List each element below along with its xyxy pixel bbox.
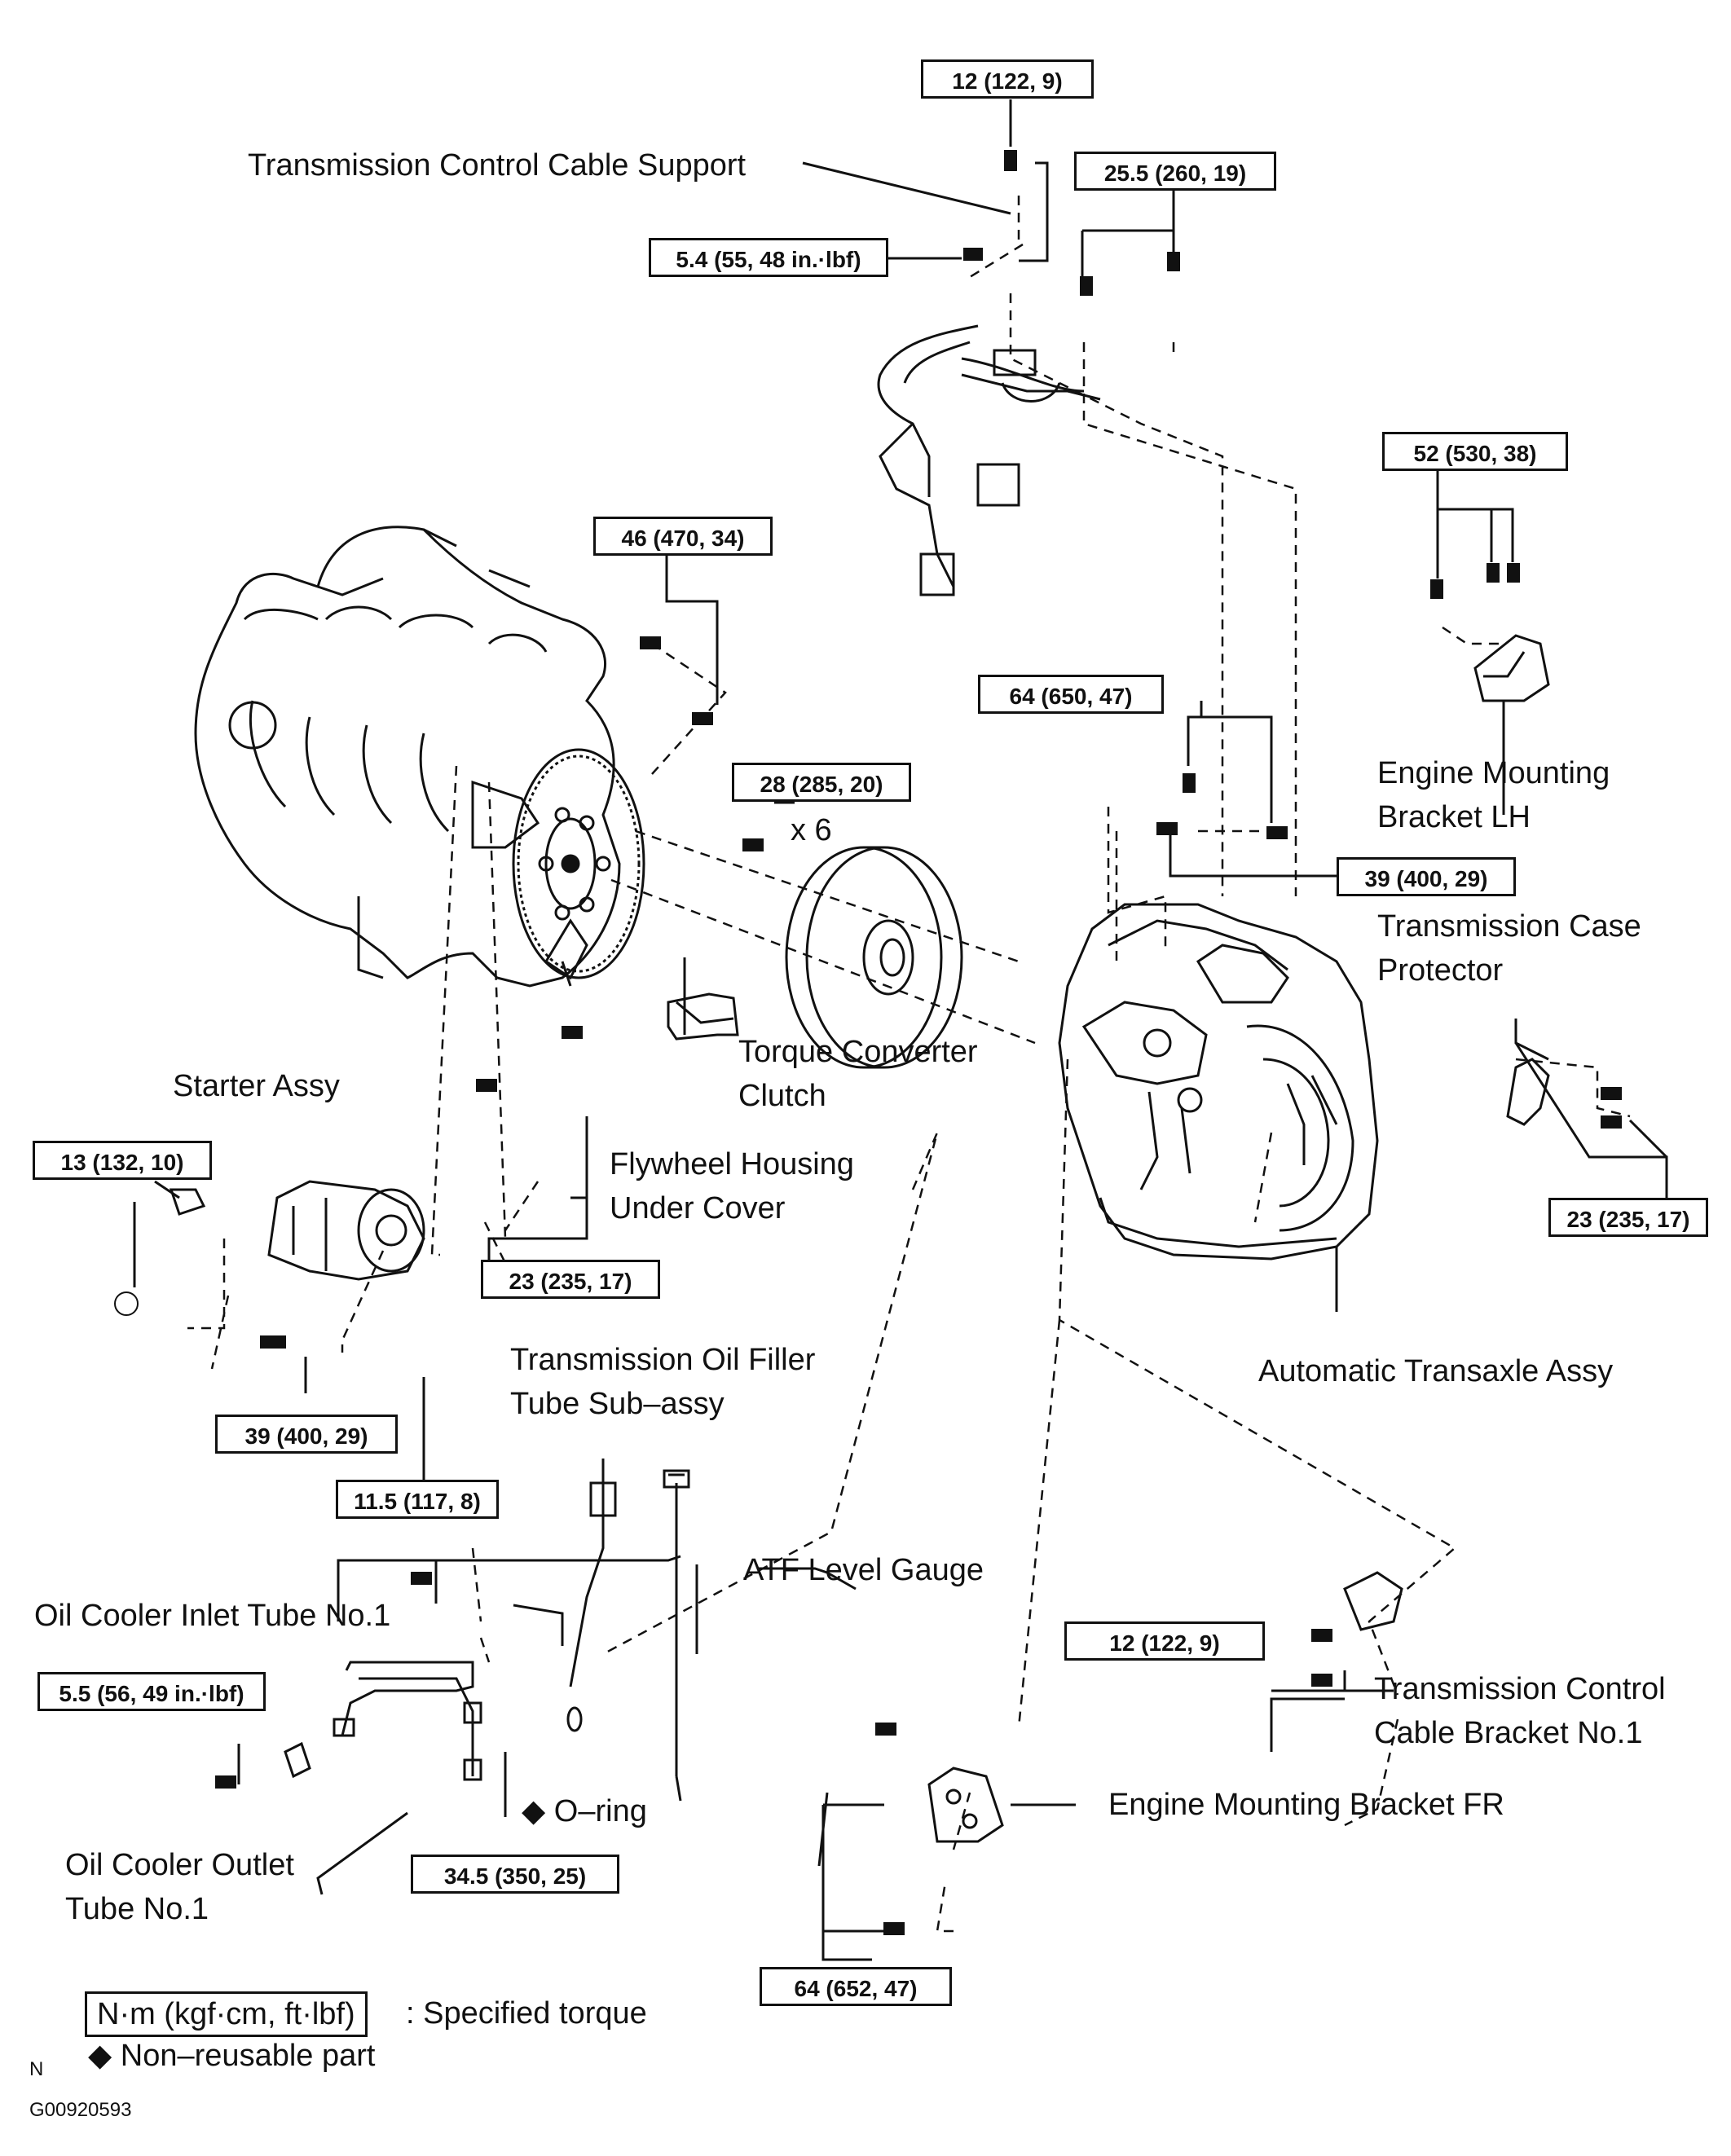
torque-spec-box: 34.5 (350, 25) — [411, 1855, 619, 1894]
atf-gauge — [663, 1469, 690, 1802]
diamond-icon: ◆ — [88, 2039, 112, 2073]
under-cover — [667, 992, 739, 1041]
flywheel — [512, 748, 645, 979]
transaxle — [1058, 903, 1379, 1261]
torque-spec-box: 39 (400, 29) — [215, 1415, 398, 1454]
label-flywheel-1: Flywheel Housing — [610, 1147, 854, 1181]
label-case-protector-2: Protector — [1377, 953, 1504, 988]
label-mounting-lh-2: Bracket LH — [1377, 800, 1531, 834]
torque-spec-box: 23 (235, 17) — [481, 1260, 660, 1299]
label-cable-bracket-2: Cable Bracket No.1 — [1374, 1716, 1643, 1750]
filler-tube — [513, 1459, 617, 1732]
label-case-protector-1: Transmission Case — [1377, 909, 1641, 944]
label-cable-support: Transmission Control Cable Support — [248, 148, 747, 183]
case-protector — [1506, 1058, 1550, 1126]
leader-lines — [133, 99, 1668, 1961]
legend-torque-desc: : Specified torque — [406, 1996, 647, 2031]
torque-spec-box: 5.4 (55, 48 in.·lbf) — [649, 238, 888, 277]
torque-converter — [785, 846, 963, 1069]
label-cooler-inlet: Oil Cooler Inlet Tube No.1 — [34, 1599, 391, 1633]
starter — [154, 1180, 425, 1281]
legend-torque-unit: N·m (kgf·cm, ft·lbf) — [85, 1991, 368, 2037]
label-atf-gauge: ATF Level Gauge — [743, 1553, 984, 1587]
label-transaxle: Automatic Transaxle Assy — [1258, 1354, 1614, 1388]
torque-spec-box: 5.5 (56, 49 in.·lbf) — [37, 1672, 266, 1711]
bracket-fr — [927, 1767, 1004, 1843]
oring-text: O–ring — [553, 1794, 647, 1828]
bolts — [114, 150, 1622, 1935]
torque-spec-box: 12 (122, 9) — [1064, 1621, 1265, 1661]
torque-spec-box: 23 (235, 17) — [1548, 1198, 1708, 1237]
torque-spec-box: 12 (122, 9) — [921, 59, 1094, 99]
diamond-icon: ◆ — [522, 1794, 546, 1828]
label-flywheel-2: Under Cover — [610, 1191, 786, 1225]
label-cable-bracket-1: Transmission Control — [1374, 1672, 1666, 1706]
alignment-lines — [187, 196, 1631, 1933]
label-cooler-outlet-2: Tube No.1 — [65, 1892, 209, 1926]
label-mounting-lh-1: Engine Mounting — [1377, 756, 1610, 790]
nonreusable-text: Non–reusable part — [120, 2039, 376, 2073]
label-torque-converter-1: Torque Converter — [738, 1035, 978, 1069]
label-torque-converter-2: Clutch — [738, 1079, 826, 1113]
footer-code: G00920593 — [29, 2099, 132, 2121]
footer-n: N — [29, 2058, 44, 2080]
label-mounting-fr: Engine Mounting Bracket FR — [1108, 1788, 1504, 1822]
torque-spec-box: 64 (652, 47) — [760, 1967, 952, 2006]
label-filler-2: Tube Sub–assy — [510, 1387, 725, 1421]
torque-spec-box: 25.5 (260, 19) — [1074, 152, 1276, 191]
cable-bracket — [1343, 1571, 1403, 1631]
label-starter: Starter Assy — [173, 1069, 340, 1103]
label-oring: ◆ O–ring — [522, 1789, 647, 1833]
torque-spec-box: 28 (285, 20) — [732, 763, 911, 802]
torque-spec-box: 11.5 (117, 8) — [336, 1480, 499, 1519]
torque-spec-box: 13 (132, 10) — [33, 1141, 212, 1180]
label-cooler-outlet-1: Oil Cooler Outlet — [65, 1848, 294, 1882]
cooler-tubes — [284, 1661, 482, 1781]
label-filler-1: Transmission Oil Filler — [510, 1343, 816, 1377]
label-times-six: x 6 — [791, 813, 832, 847]
torque-spec-box: 52 (530, 38) — [1382, 432, 1568, 471]
legend-nonreusable: ◆ Non–reusable part — [88, 2034, 375, 2078]
torque-spec-box: 46 (470, 34) — [593, 517, 773, 556]
wire-harness — [877, 161, 1101, 596]
torque-spec-box: 64 (650, 47) — [978, 675, 1164, 714]
bracket-lh — [1473, 634, 1550, 702]
torque-spec-box: 39 (400, 29) — [1337, 857, 1516, 896]
engine-block — [194, 526, 621, 988]
